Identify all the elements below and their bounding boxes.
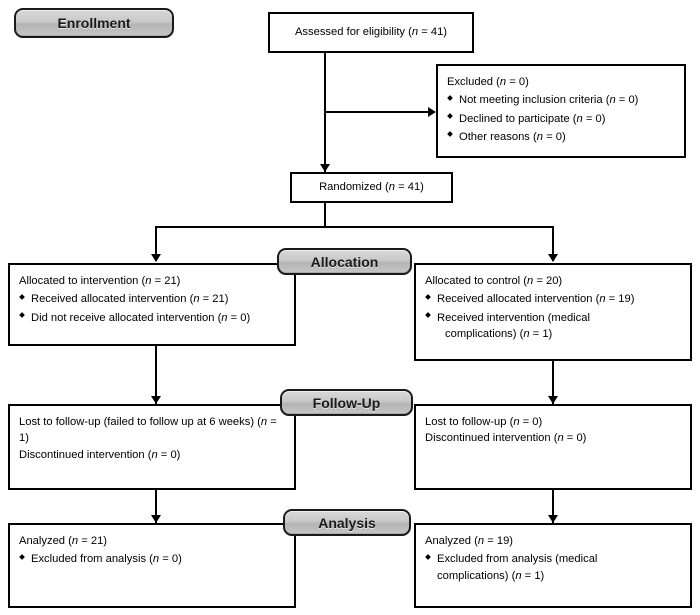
arrowhead-control: [548, 254, 558, 262]
stage-band-allocation-label: Allocation: [310, 253, 379, 270]
node-followup-left-line1: Lost to follow-up (failed to follow up a…: [19, 416, 277, 445]
diamond-bullet-icon: [447, 113, 453, 119]
stage-band-followup: Follow-Up: [280, 389, 413, 416]
node-randomized: Randomized (n = 41): [290, 172, 453, 203]
list-item: Did not receive allocated intervention (…: [19, 310, 285, 326]
node-allocated-control-list: Received allocated intervention (n = 19)…: [425, 291, 681, 342]
connector-randomized-stem: [324, 203, 326, 227]
node-followup-right-line2: Discontinued intervention (n = 0): [425, 432, 587, 445]
node-allocated-intervention: Allocated to intervention (n = 21) Recei…: [8, 263, 296, 346]
list-item: Declined to participate (n = 0): [447, 111, 675, 127]
node-analyzed-left-heading: Analyzed (n = 21): [19, 535, 108, 547]
list-item: Excluded from analysis (n = 0): [19, 551, 285, 567]
node-analyzed-right-heading: Analyzed (n = 19): [425, 535, 514, 547]
node-excluded: Excluded (n = 0) Not meeting inclusion c…: [436, 64, 686, 158]
list-item-continuation: complications) (n = 1): [445, 328, 553, 341]
diamond-bullet-icon: [447, 94, 453, 101]
node-allocated-control: Allocated to control (n = 20) Received a…: [414, 263, 692, 361]
list-item-continuation: complications) (n = 1): [437, 569, 545, 582]
connector-to-control: [552, 226, 554, 261]
node-analyzed-left-list: Excluded from analysis (n = 0): [19, 551, 285, 567]
arrowhead-followup-left: [151, 396, 161, 404]
node-followup-control: Lost to follow-up (n = 0) Discontinued i…: [414, 404, 692, 490]
list-item: Other reasons (n = 0): [447, 129, 675, 145]
diamond-bullet-icon: [19, 553, 25, 560]
diamond-bullet-icon: [19, 293, 25, 300]
list-item: Not meeting inclusion criteria (n = 0): [447, 92, 675, 108]
stage-band-enrollment: Enrollment: [14, 8, 174, 38]
stage-band-allocation: Allocation: [277, 248, 412, 275]
arrowhead-analysis-left: [151, 515, 161, 523]
diamond-bullet-icon: [447, 131, 453, 138]
list-item: Received allocated intervention (n = 19): [425, 291, 681, 307]
diamond-bullet-icon: [19, 312, 25, 318]
node-analyzed-intervention: Analyzed (n = 21) Excluded from analysis…: [8, 523, 296, 608]
diamond-bullet-icon: [425, 553, 431, 560]
list-item: Received allocated intervention (n = 21): [19, 291, 285, 307]
node-assessed-for-eligibility: Assessed for eligibility (n = 41): [268, 12, 474, 53]
connector-intervention-to-followup: [155, 346, 157, 404]
node-analyzed-control: Analyzed (n = 19) Excluded from analysis…: [414, 523, 692, 608]
node-followup-intervention: Lost to follow-up (failed to follow up a…: [8, 404, 296, 490]
arrowhead-followup-right: [548, 396, 558, 404]
node-followup-right-line1: Lost to follow-up (n = 0): [425, 416, 543, 428]
node-assessed-text: Assessed for eligibility (n = 41): [294, 26, 448, 39]
node-allocated-intervention-list: Received allocated intervention (n = 21)…: [19, 291, 285, 326]
connector-followup-right-to-analysis: [552, 490, 554, 523]
node-excluded-list: Not meeting inclusion criteria (n = 0) D…: [447, 92, 675, 145]
arrowhead-intervention: [151, 254, 161, 262]
node-allocated-intervention-heading: Allocated to intervention (n = 21): [19, 275, 181, 287]
arrowhead-excluded: [428, 107, 436, 117]
stage-band-followup-label: Follow-Up: [312, 394, 381, 411]
arrowhead-randomized: [320, 164, 330, 172]
node-excluded-heading: Excluded (n = 0): [447, 76, 529, 88]
connector-followup-left-to-analysis: [155, 490, 157, 523]
connector-randomized-split: [155, 226, 554, 228]
arrowhead-analysis-right: [548, 515, 558, 523]
connector-assessed-to-excluded: [324, 111, 432, 113]
diamond-bullet-icon: [425, 293, 431, 300]
diamond-bullet-icon: [425, 312, 431, 318]
node-followup-left-line2: Discontinued intervention (n = 0): [19, 448, 181, 461]
stage-band-analysis: Analysis: [283, 509, 411, 536]
stage-band-analysis-label: Analysis: [318, 514, 376, 531]
stage-band-enrollment-label: Enrollment: [57, 15, 131, 31]
connector-control-to-followup: [552, 361, 554, 404]
connector-to-intervention: [155, 226, 157, 261]
node-randomized-text: Randomized (n = 41): [319, 181, 424, 194]
node-allocated-control-heading: Allocated to control (n = 20): [425, 275, 563, 287]
